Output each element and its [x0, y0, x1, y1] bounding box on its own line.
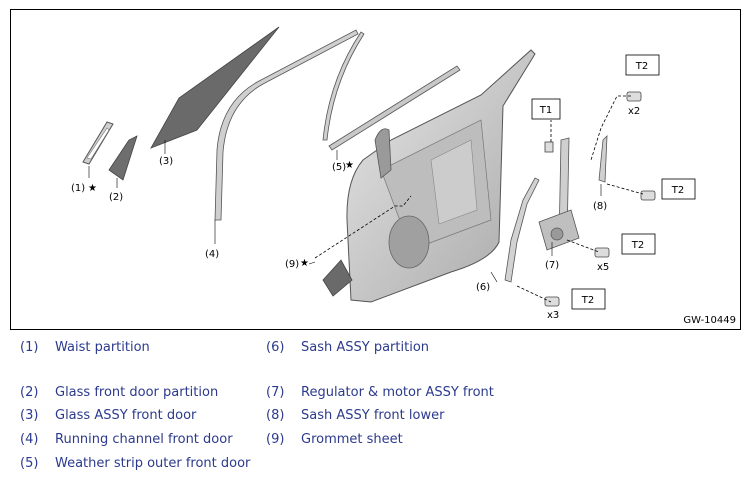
callout-5: (5) [332, 162, 346, 173]
legend-label: Sash ASSY front lower [301, 408, 445, 423]
quantity-x5: x5 [597, 262, 609, 273]
legend-label: Running channel front door [55, 432, 233, 447]
star-mark-5: ★ [345, 160, 354, 171]
bolt-8 [640, 190, 656, 201]
torque-label-t2a: T2 [635, 61, 648, 72]
waist-partition-part [82, 121, 114, 165]
callout-leaders [88, 140, 602, 283]
torque-box-t2d: T2 [571, 288, 606, 310]
sash-partition-part [504, 177, 540, 283]
running-channel-rear-part [322, 31, 365, 141]
legend-num: (6) [266, 340, 285, 355]
figure-id: GW-10449 [683, 315, 736, 326]
front-door-panel [346, 49, 536, 303]
torque-box-t2b: T2 [661, 178, 696, 200]
legend-num: (7) [266, 385, 285, 400]
callout-1: (1) [71, 183, 85, 194]
callout-4: (4) [205, 249, 219, 260]
legend-label: Glass ASSY front door [55, 408, 197, 423]
torque-label-t2b: T2 [671, 185, 684, 196]
weather-strip-part [328, 65, 461, 151]
glass-partition-part [108, 135, 138, 181]
torque-box-t2c: T2 [621, 233, 656, 255]
callout-8: (8) [593, 201, 607, 212]
legend-num: (9) [266, 432, 285, 447]
grommet-sheet-part [322, 259, 353, 297]
regulator-motor-part [538, 137, 580, 251]
callout-9: (9) [285, 259, 299, 270]
torque-box-t2a: T2 [625, 54, 660, 76]
legend-label: Glass front door partition [55, 385, 219, 400]
legend-label: Regulator & motor ASSY front [301, 385, 494, 400]
callout-2: (2) [109, 192, 123, 203]
torque-box-t1: T1 [531, 98, 561, 120]
star-mark-1: ★ [88, 183, 97, 194]
quantity-x2: x2 [628, 106, 640, 117]
assembly-lines [314, 95, 644, 303]
legend-label: Grommet sheet [301, 432, 403, 447]
legend-num: (8) [266, 408, 285, 423]
exploded-parts-diagram: (1) ★ (2) (3) (4) (5) ★ (6) (7) (8) (9) … [10, 9, 741, 330]
callout-3: (3) [159, 156, 173, 167]
bolt-t1 [544, 141, 554, 153]
callout-6: (6) [476, 282, 490, 293]
running-channel-part [214, 29, 359, 221]
bolt-x2 [626, 91, 642, 102]
legend-num: (3) [20, 408, 39, 423]
torque-label-t1: T1 [539, 105, 552, 116]
diagram-drawing: (1) ★ (2) (3) (4) (5) ★ (6) (7) (8) (9) … [71, 26, 696, 321]
star-mark-9: ★ [300, 258, 309, 269]
glass-assy-part [150, 26, 280, 149]
bolt-x3 [544, 296, 560, 307]
torque-label-t2c: T2 [631, 240, 644, 251]
torque-label-t2d: T2 [581, 295, 594, 306]
legend-num: (2) [20, 385, 39, 400]
legend-num: (5) [20, 456, 39, 471]
sash-lower-part [598, 134, 608, 183]
legend-label: Weather strip outer front door [55, 456, 251, 471]
callout-7: (7) [545, 260, 559, 271]
bolt-x5 [594, 247, 610, 258]
legend-num: (1) [20, 340, 39, 355]
legend-label: Waist partition [55, 340, 150, 355]
quantity-x3: x3 [547, 310, 559, 321]
legend-num: (4) [20, 432, 39, 447]
legend-label: Sash ASSY partition [301, 340, 430, 355]
